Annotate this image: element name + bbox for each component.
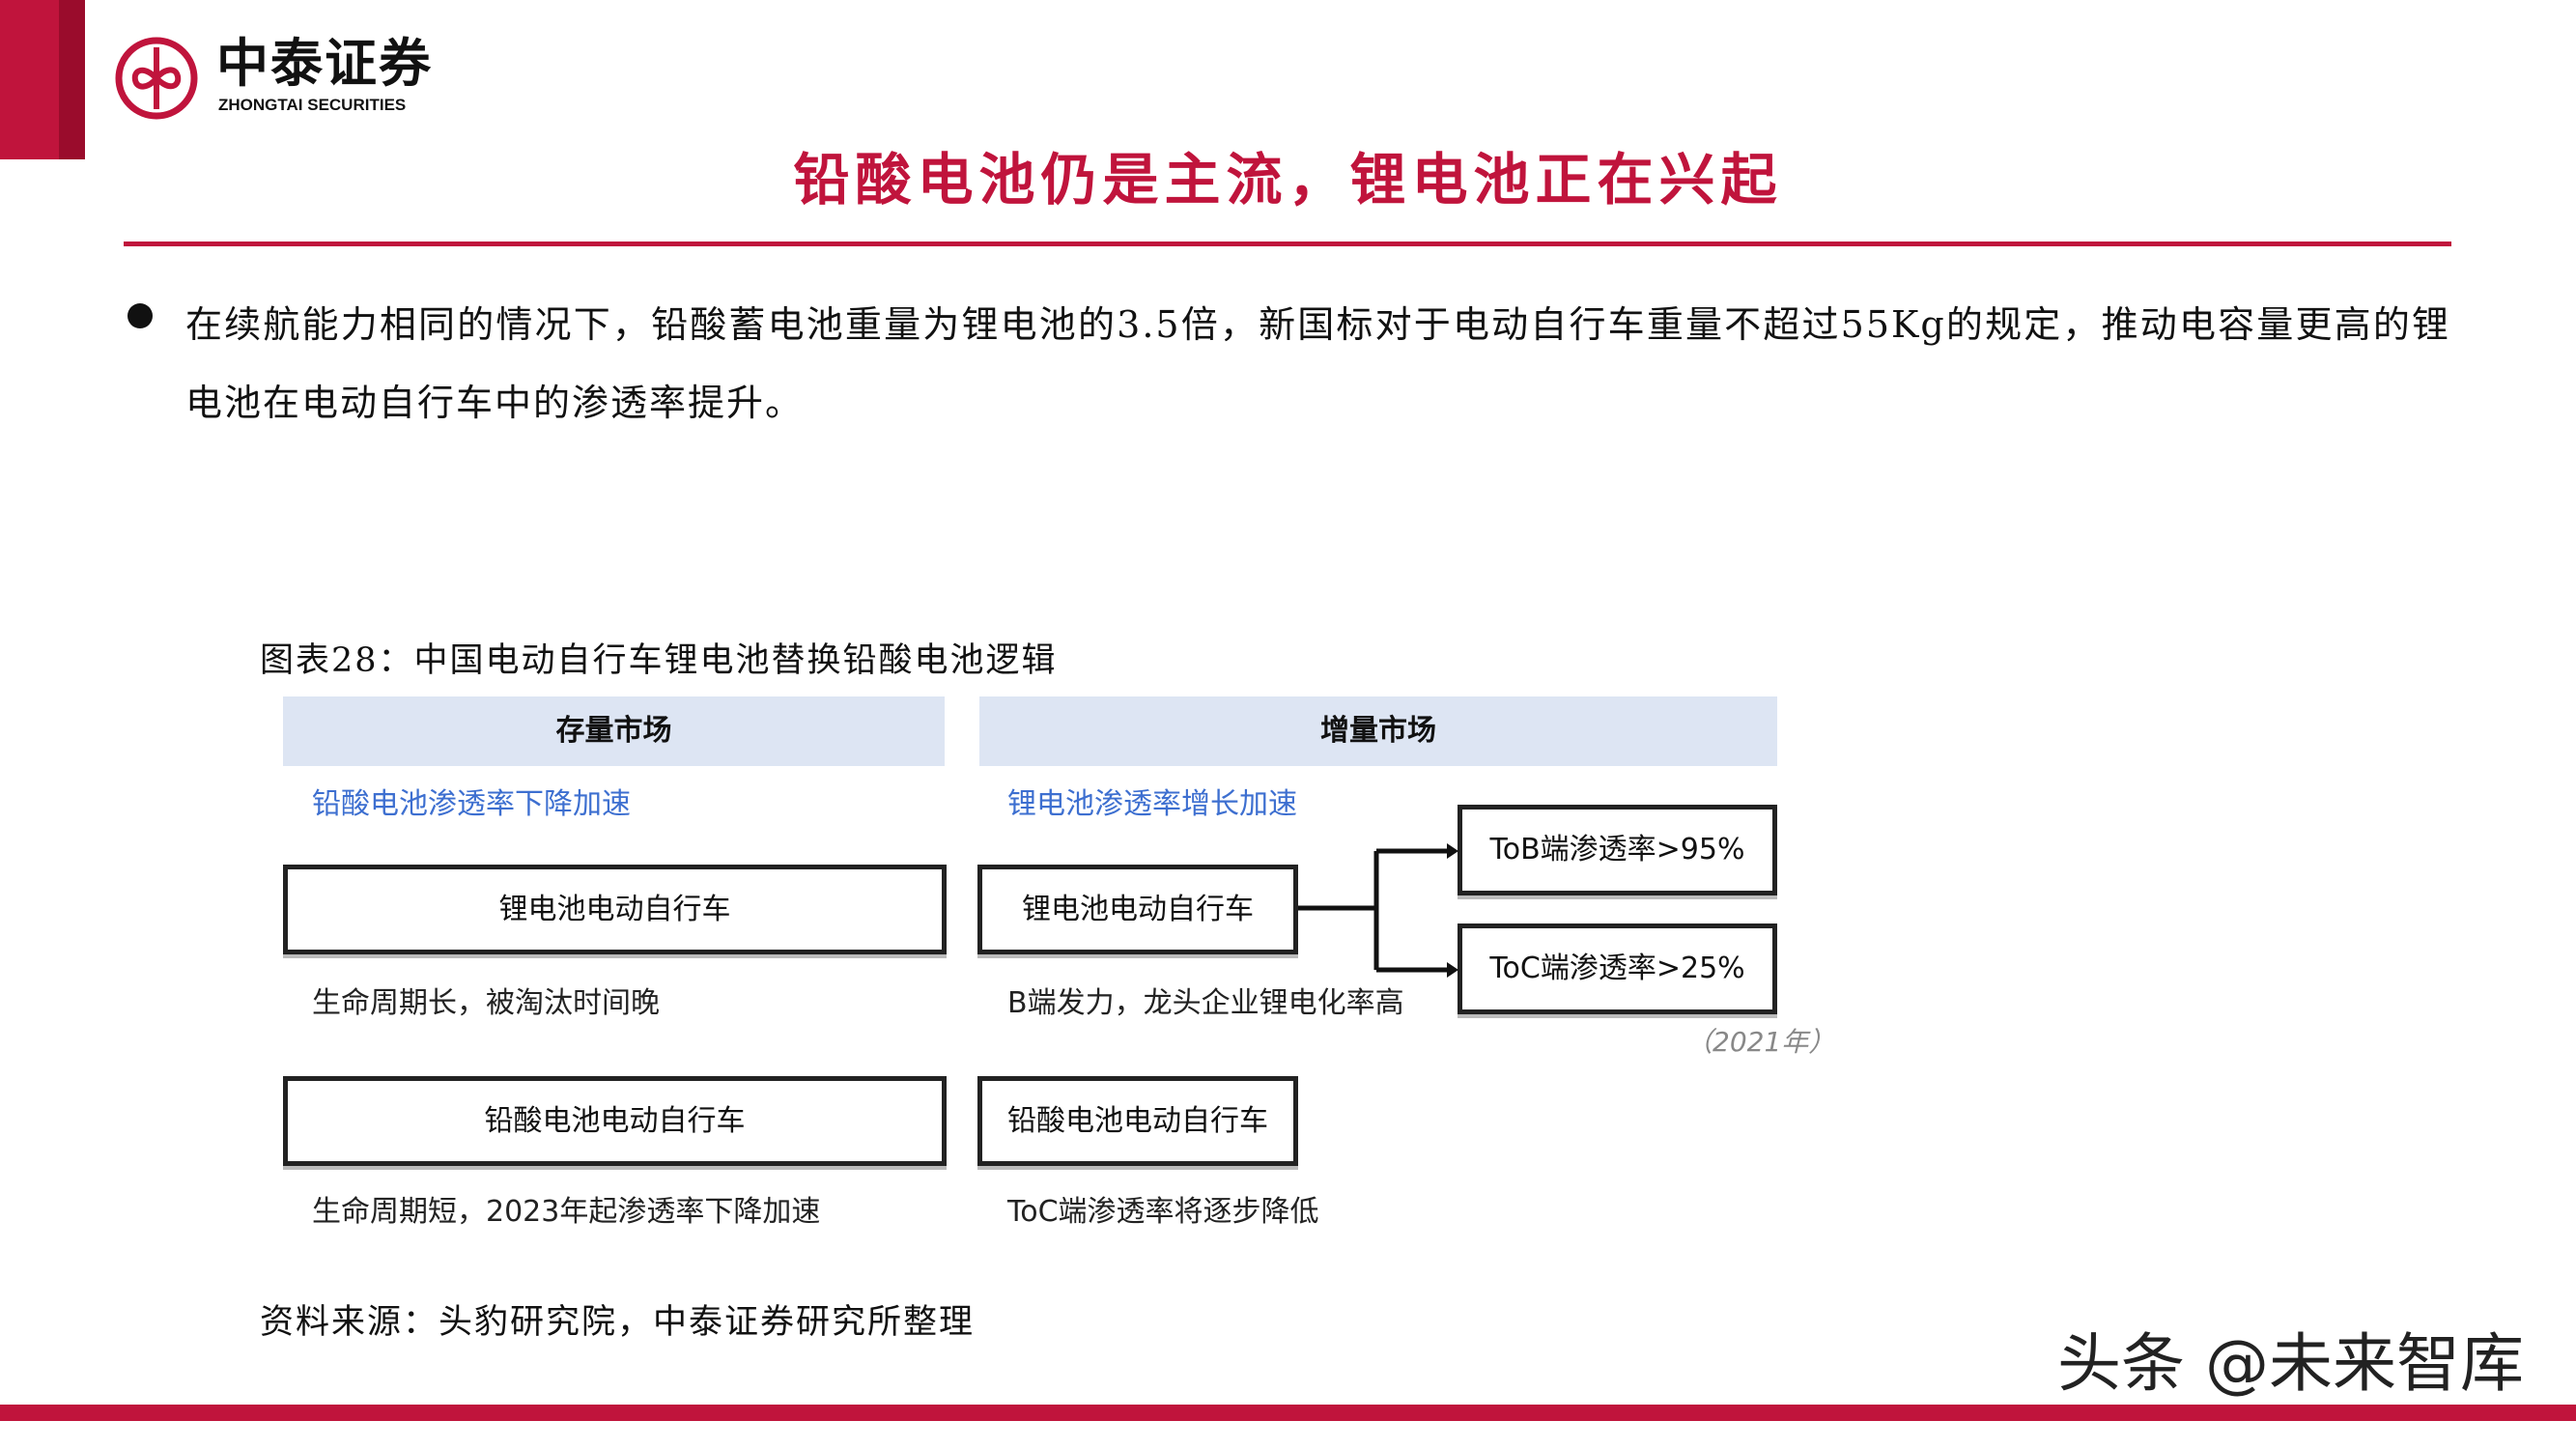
- incremental-note-2: ToC端渗透率将逐步降低: [1007, 1195, 1319, 1229]
- logo-en: ZHONGTAI SECURITIES: [218, 96, 407, 114]
- figure-source: 资料来源：头豹研究院，中泰证券研究所整理: [260, 1303, 976, 1342]
- stock-lithium-box: 锂电池电动自行车: [283, 865, 947, 954]
- incremental-lead-acid-box: 铅酸电池电动自行车: [977, 1076, 1298, 1166]
- header-red-bar-dark: [59, 0, 85, 159]
- incremental-trend: 锂电池渗透率增长加速: [1007, 787, 1297, 821]
- stock-note-1: 生命周期长，被淘汰时间晚: [312, 986, 660, 1020]
- toc-box: ToC端渗透率>25%: [1458, 923, 1777, 1014]
- title-divider: [124, 242, 2451, 246]
- incremental-note-1: B端发力，龙头企业锂电化率高: [1007, 986, 1404, 1020]
- bullet-icon: [127, 303, 153, 328]
- incremental-market-header: 增量市场: [979, 696, 1777, 766]
- page-title: 铅酸电池仍是主流，锂电池正在兴起: [793, 147, 1783, 213]
- figure-caption: 图表28：中国电动自行车锂电池替换铅酸电池逻辑: [260, 641, 1058, 680]
- footer-red-band: [0, 1405, 2576, 1421]
- stock-lead-acid-box: 铅酸电池电动自行车: [283, 1076, 947, 1166]
- stock-note-2: 生命周期短，2023年起渗透率下降加速: [312, 1195, 821, 1229]
- stock-market-header: 存量市场: [283, 696, 945, 766]
- logo-cn: 中泰证券: [216, 33, 433, 94]
- bullet-text: 在续航能力相同的情况下，铅酸蓄电池重量为锂电池的3.5倍，新国标对于电动自行车重…: [185, 303, 2450, 424]
- watermark: 头条 @未来智库: [2057, 1326, 2524, 1401]
- zhongtai-logo-icon: [115, 37, 198, 120]
- year-label: （2021年）: [1685, 1026, 1836, 1058]
- header-red-bar: [0, 0, 59, 159]
- incremental-lithium-box: 锂电池电动自行车: [977, 865, 1298, 954]
- tob-box: ToB端渗透率>95%: [1458, 805, 1777, 895]
- branch-connector-arrows: [1298, 843, 1458, 978]
- stock-trend: 铅酸电池渗透率下降加速: [312, 787, 631, 821]
